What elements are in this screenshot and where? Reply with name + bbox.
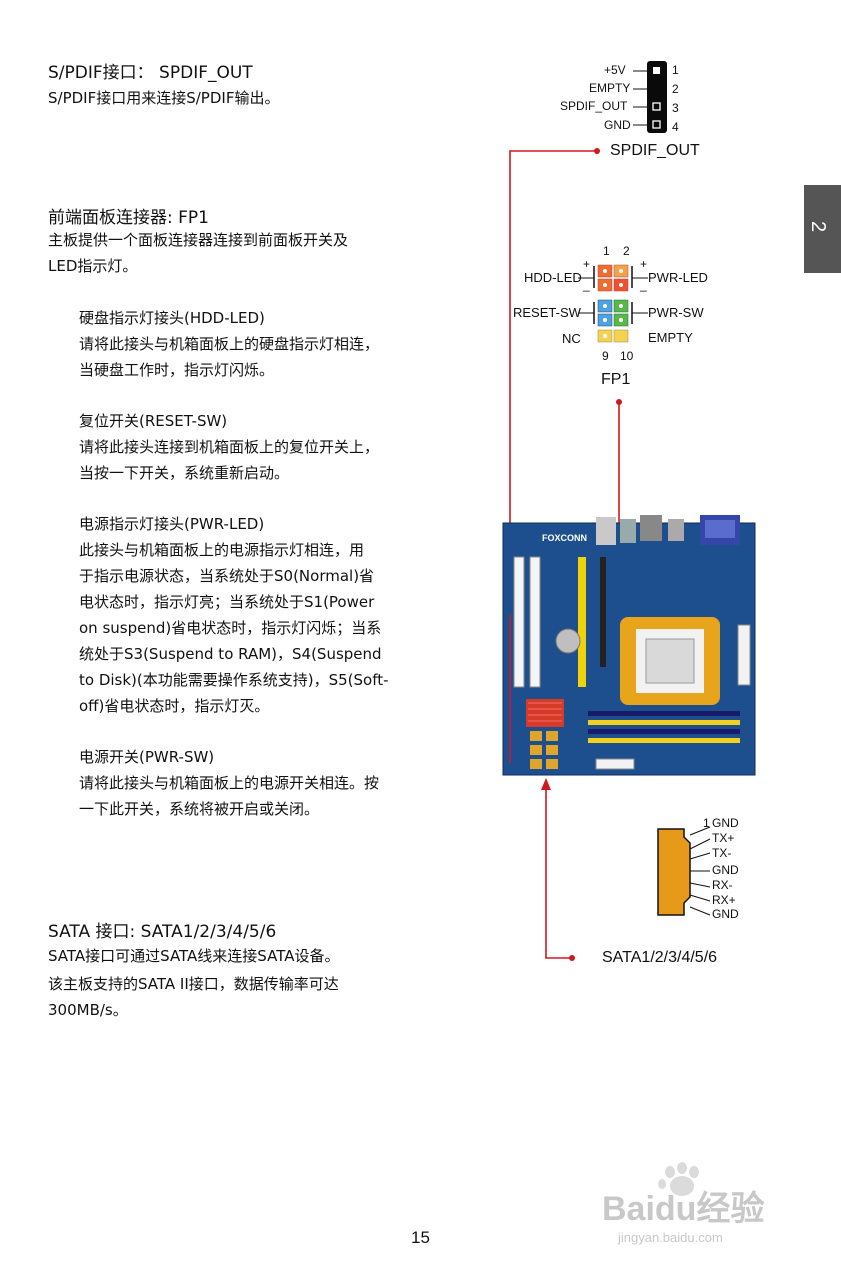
sata-description-line: 该主板支持的SATA II接口，数据传输率可达: [48, 975, 339, 993]
pwr-led-title: 电源指示灯接头(PWR-LED): [79, 515, 265, 533]
sata-pin-label: RX+: [712, 893, 736, 907]
page-number: 15: [411, 1228, 430, 1247]
pwr-led-text: 于指示电源状态，当系统处于S0(Normal)省: [79, 567, 375, 585]
fp1-right-label: PWR-LED: [648, 270, 708, 285]
fp1-left-label: NC: [562, 331, 581, 346]
pwr-led-text: 电状态时，指示灯亮；当系统处于S1(Power: [79, 593, 375, 611]
spdif-pin-label: GND: [604, 118, 631, 132]
pwr-led-text: on suspend)省电状态时，指示灯闪烁；当系: [79, 619, 382, 637]
sata-pin-one: 1: [703, 816, 710, 830]
fp1-header-graphic: [578, 264, 648, 343]
hdd-led-text: 请将此接头与机箱面板上的硬盘指示灯相连，: [79, 335, 380, 353]
spdif-description: S/PDIF接口用来连接S/PDIF输出。: [48, 89, 280, 107]
board-brand: FOXCONN: [542, 533, 587, 543]
fp1-pin-number: 9: [602, 349, 609, 363]
fp1-pin-number: 10: [620, 349, 634, 363]
fp1-right-label: EMPTY: [648, 330, 693, 345]
minus-sign: _: [583, 278, 590, 292]
sata-pin-label: TX+: [712, 831, 735, 845]
sata-pin-label: GND: [712, 907, 739, 921]
spdif-pin-label: EMPTY: [589, 81, 631, 95]
hdd-led-title: 硬盘指示灯接头(HDD-LED): [79, 309, 265, 327]
baidu-watermark: Baidu经验 jingyan.baidu.com: [602, 1162, 764, 1245]
pwr-sw-text: 请将此接头与机箱面板上的电源开关相连。按: [79, 774, 380, 792]
sata-caption: SATA1/2/3/4/5/6: [602, 949, 718, 966]
spdif-pin-label: +5V: [604, 63, 626, 77]
sata-pin-label: RX-: [712, 878, 733, 892]
pwr-led-text: 统处于S3(Suspend to RAM)，S4(Suspend: [79, 645, 382, 663]
spdif-pin-label: SPDIF_OUT: [560, 99, 628, 113]
fp1-pin-number: 2: [623, 244, 630, 258]
watermark-brand: Baidu经验: [602, 1189, 764, 1228]
spdif-pin-number: 2: [672, 82, 679, 96]
fp1-pin-number: 1: [603, 244, 610, 258]
fp1-left-label: RESET-SW: [513, 305, 581, 320]
sata-pin-label: TX-: [712, 846, 732, 860]
watermark-url: jingyan.baidu.com: [617, 1230, 723, 1245]
sata-pin-label: GND: [712, 863, 739, 877]
fp1-caption: FP1: [601, 371, 631, 388]
plus-sign: +: [640, 257, 648, 271]
pwr-sw-text: 一下此开关，系统将被开启或关闭。: [79, 800, 320, 818]
pwr-led-text: off)省电状态时，指示灯灭。: [79, 697, 270, 715]
sata-connector-graphic: [657, 826, 711, 916]
spdif-pin-number: 1: [672, 63, 679, 77]
fp1-left-label: HDD-LED: [524, 270, 582, 285]
fp1-heading: 前端面板连接器: FP1: [48, 208, 209, 228]
spdif-header-graphic: [633, 61, 667, 133]
motherboard-image: FOXCONN: [502, 515, 756, 776]
spdif-pin-number: 3: [672, 101, 679, 115]
minus-sign: _: [640, 278, 647, 292]
pwr-led-text: 此接头与机箱面板上的电源指示灯相连，用: [79, 541, 365, 559]
chapter-tab: 2: [804, 185, 841, 273]
fp1-description-line: LED指示灯。: [48, 257, 138, 275]
spdif-heading: S/PDIF接口： SPDIF_OUT: [48, 63, 253, 83]
sata-pin-label: GND: [712, 816, 739, 830]
spdif-caption: SPDIF_OUT: [610, 142, 700, 159]
fp1-description-line: 主板提供一个面板连接器连接到前面板开关及: [48, 231, 349, 249]
reset-sw-text: 当按一下开关，系统重新启动。: [79, 464, 290, 482]
sata-description-line: 300MB/s。: [48, 1001, 128, 1019]
spdif-pin-number: 4: [672, 120, 679, 134]
fp1-right-label: PWR-SW: [648, 305, 704, 320]
pwr-sw-title: 电源开关(PWR-SW): [79, 748, 215, 766]
reset-sw-text: 请将此接头连接到机箱面板上的复位开关上，: [79, 438, 380, 456]
pwr-led-text: to Disk)(本功能需要操作系统支持)，S5(Soft-: [79, 671, 389, 689]
sata-heading: SATA 接口: SATA1/2/3/4/5/6: [48, 922, 277, 942]
hdd-led-text: 当硬盘工作时，指示灯闪烁。: [79, 361, 275, 379]
plus-sign: +: [583, 257, 591, 271]
sata-description-line: SATA接口可通过SATA线来连接SATA设备。: [48, 947, 340, 965]
reset-sw-title: 复位开关(RESET-SW): [79, 412, 228, 430]
